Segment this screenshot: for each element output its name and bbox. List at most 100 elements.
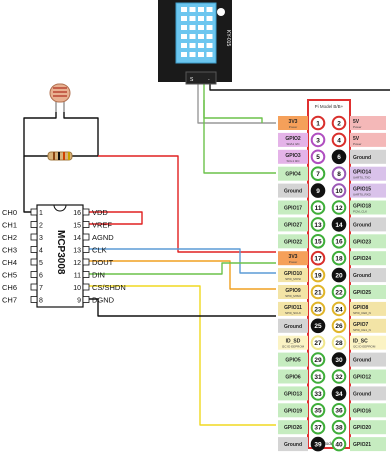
sensor-grille xyxy=(181,7,213,57)
chip-pin-number: 13 xyxy=(73,248,81,255)
chip-pin-name: CH4 xyxy=(2,258,17,267)
right-pin-label: GPIO21 xyxy=(353,442,371,448)
wire-din xyxy=(89,262,311,275)
right-pin-sublabel: I2C ID EEPROM xyxy=(353,345,376,349)
sensor-module-label: KY-015 xyxy=(225,30,231,46)
sensor-grille-slot xyxy=(181,34,187,39)
header-pin-number: 33 xyxy=(314,391,322,398)
header-pin xyxy=(331,200,347,215)
header-pin xyxy=(331,132,347,148)
header-pin xyxy=(331,403,347,418)
header-pin xyxy=(310,183,326,198)
right-pin-label-box xyxy=(350,369,386,384)
left-pin-sublabel: Power xyxy=(289,125,298,129)
left-pin-label-box xyxy=(278,217,308,232)
header-pin xyxy=(331,369,347,384)
wire-dgnd xyxy=(89,298,311,317)
right-pin-sublabel: Power xyxy=(353,142,362,146)
header-pin xyxy=(310,250,326,266)
chip-name: MCP3008 xyxy=(55,230,66,275)
chip-pin-name: CH6 xyxy=(2,283,17,292)
chip-pin-pad xyxy=(30,271,38,278)
wire-ldr-left xyxy=(23,112,57,157)
left-pin-label: GPIO26 xyxy=(284,425,302,431)
chip-pin-pad xyxy=(82,296,90,303)
chip-pin-number: 7 xyxy=(39,285,43,292)
header-pin-number: 28 xyxy=(335,340,343,347)
sensor-grille-slot xyxy=(198,7,204,12)
header-pin xyxy=(310,234,326,249)
header-pin-number: 16 xyxy=(335,239,343,246)
right-pin-sublabel: PCM_CLK xyxy=(353,210,367,214)
left-pin-label: GPIO5 xyxy=(285,358,301,364)
sensor-grille-slot xyxy=(189,7,196,12)
right-pin-label-box xyxy=(350,132,386,147)
chip-pin-number: 2 xyxy=(39,223,43,230)
left-pin-label-box xyxy=(278,268,308,283)
right-pin-label: 5V xyxy=(353,136,360,142)
sensor-lead-signal xyxy=(197,82,308,124)
pi-gpio-header: Pi Model B/B+ Pi Model B+ 3V3Power5VPowe… xyxy=(276,98,390,452)
chip-pin-number: 8 xyxy=(39,298,43,305)
sensor-grille-slot xyxy=(181,43,187,48)
right-pin-label-box xyxy=(350,437,386,452)
chip-pin-name: VDD xyxy=(92,208,108,217)
header-pin-number: 13 xyxy=(314,222,322,229)
dht-sensor-module: KY-015 S - xyxy=(158,0,232,85)
header-pin xyxy=(331,284,347,300)
header-pin-number: 20 xyxy=(335,273,343,280)
header-pin-number: 9 xyxy=(316,188,320,195)
left-pin-sublabel: Power xyxy=(289,260,298,264)
header-pin-number: 30 xyxy=(335,357,343,364)
left-pin-label-box xyxy=(278,132,308,147)
header-pin xyxy=(310,132,326,148)
chip-pin-pad xyxy=(30,283,38,291)
chip-pin-pad xyxy=(30,221,38,228)
left-pin-label: 3V3 xyxy=(289,119,298,125)
left-pin-label: GPIO3 xyxy=(285,153,301,159)
left-pin-label-box xyxy=(278,116,308,130)
header-pin-number: 19 xyxy=(314,273,322,280)
right-pin-label-box xyxy=(350,200,386,215)
sensor-grille-slot xyxy=(181,25,187,30)
chip-pin-number: 5 xyxy=(39,260,43,267)
chip-pin-pad xyxy=(82,283,90,291)
right-pin-label-box xyxy=(350,251,386,266)
chip-pin-number: 10 xyxy=(73,285,81,292)
chip-pin-number: 6 xyxy=(39,273,43,280)
header-top-label: Pi Model B/B+ xyxy=(315,104,344,109)
resistor-band-3 xyxy=(63,152,65,160)
header-pin-number: 21 xyxy=(314,289,322,296)
left-pin-label-box xyxy=(278,369,308,384)
chip-pin-number: 12 xyxy=(73,260,81,267)
sensor-grille-slot xyxy=(206,43,213,48)
header-pin xyxy=(331,301,347,317)
header-pin xyxy=(310,369,326,384)
header-pin xyxy=(310,335,326,351)
sensor-grille-slot xyxy=(206,52,213,57)
left-pin-label-box xyxy=(278,301,308,316)
chip-pin-pad xyxy=(30,258,38,266)
header-pin-number: 24 xyxy=(335,306,343,313)
header-pin-number: 26 xyxy=(335,323,343,330)
wire-dout xyxy=(89,260,311,290)
chip-pin-name: DIN xyxy=(92,271,105,280)
left-pin-label: GPIO6 xyxy=(285,375,301,381)
chip-pin-number: 14 xyxy=(73,235,81,242)
chip-pin-number: 9 xyxy=(77,298,81,305)
resistor-band-4 xyxy=(68,152,70,160)
right-pin-label-box xyxy=(350,318,386,333)
header-pin xyxy=(310,217,326,232)
right-pin-label: GPIO16 xyxy=(353,408,371,414)
header-pin xyxy=(310,403,326,418)
header-pin xyxy=(331,250,347,266)
right-pin-label: GPIO20 xyxy=(353,425,371,431)
header-pin xyxy=(331,318,347,334)
header-pin-number: 10 xyxy=(335,188,343,195)
